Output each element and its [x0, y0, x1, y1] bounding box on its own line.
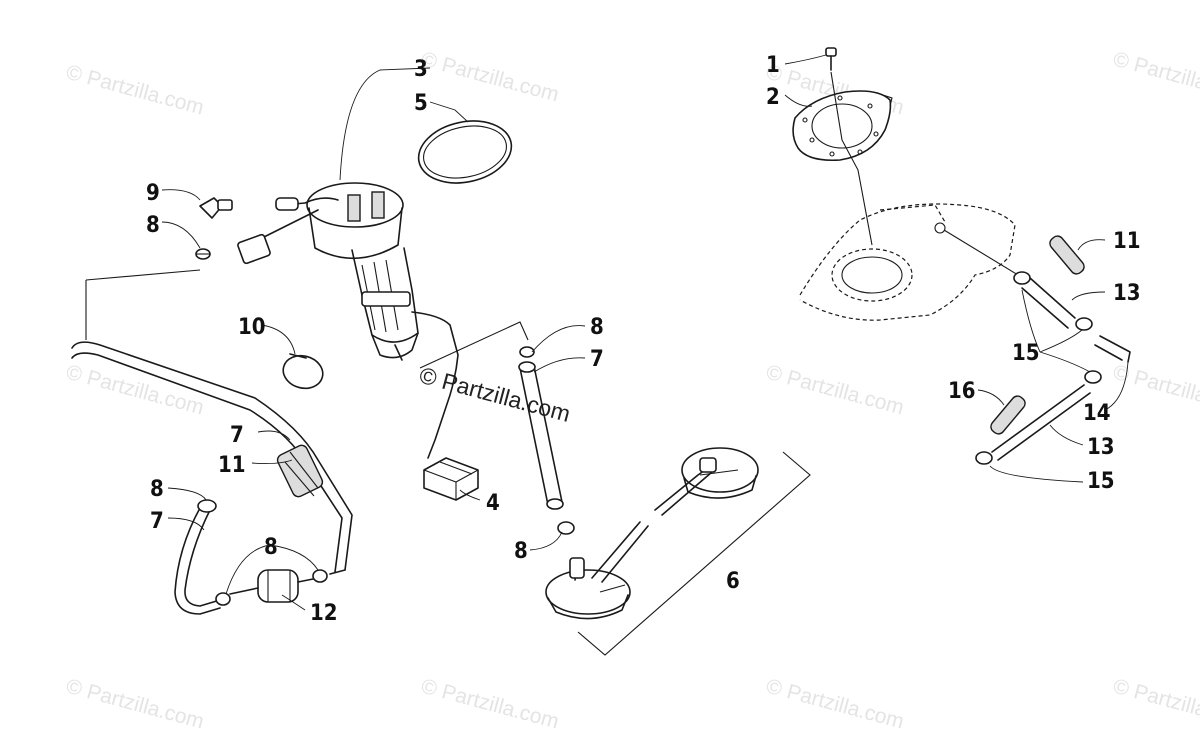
part-gasket-plate	[792, 90, 893, 162]
leader-lines	[161, 54, 1129, 611]
callout-7-short-line: 7	[150, 509, 164, 534]
watermark: © Partzilla.com	[64, 675, 207, 734]
part-clip	[282, 353, 324, 390]
callout-15-lower: 15	[1087, 469, 1115, 494]
watermark: © Partzilla.com	[1111, 48, 1200, 107]
watermark: © Partzilla.com	[1111, 361, 1200, 420]
part-vent-hose	[518, 346, 575, 535]
callout-8-elbow: 8	[146, 213, 160, 238]
watermark: © Partzilla.com	[64, 61, 207, 120]
part-screw	[825, 47, 873, 246]
part-clamp	[195, 248, 211, 260]
watermark: © Partzilla.com	[1111, 675, 1200, 734]
part-fuel-valve-assembly	[545, 447, 759, 620]
callout-12: 12	[310, 601, 338, 626]
part-fuel-tank-outline	[799, 203, 1019, 321]
callout-6: 6	[726, 569, 740, 594]
callout-15-upper: 15	[1012, 341, 1040, 366]
callout-8-line: 8	[150, 477, 164, 502]
part-fuel-line-long	[71, 280, 353, 573]
callout-3: 3	[414, 57, 428, 82]
leader-bracket	[85, 269, 529, 369]
callout-14: 14	[1083, 401, 1111, 426]
part-relay-module	[423, 457, 479, 501]
leader-bracket-6	[577, 451, 811, 656]
part-fuel-filter	[174, 499, 346, 615]
callout-10: 10	[238, 315, 266, 340]
callout-13-lower: 13	[1087, 435, 1115, 460]
callouts: 1 2 3 4 5 6 7 7 7 8 8 8 8 8 9 10 11 11 1…	[146, 53, 1141, 626]
part-fuel-pump-assembly	[237, 182, 459, 459]
part-seal-ring	[417, 120, 513, 184]
watermark: © Partzilla.com	[64, 361, 207, 420]
callout-7-long-line: 7	[230, 423, 244, 448]
callout-11-sleeve: 11	[218, 453, 246, 478]
callout-8-filter: 8	[264, 535, 278, 560]
callout-8-vent-bottom: 8	[514, 539, 528, 564]
callout-9: 9	[146, 181, 160, 206]
callout-4: 4	[486, 491, 500, 516]
callout-2: 2	[766, 85, 780, 110]
callout-8-vent-top: 8	[590, 315, 604, 340]
part-elbow-fitting	[199, 197, 233, 219]
callout-7-vent-hose: 7	[590, 347, 604, 372]
watermark-center: © Partzilla.com	[417, 362, 573, 427]
part-right-hoses	[975, 235, 1131, 465]
callout-11-right: 11	[1113, 229, 1141, 254]
watermark: © Partzilla.com	[419, 48, 562, 107]
watermark: © Partzilla.com	[419, 675, 562, 734]
watermark: © Partzilla.com	[764, 361, 907, 420]
watermark: © Partzilla.com	[764, 675, 907, 734]
callout-1: 1	[766, 53, 780, 78]
callout-5: 5	[414, 91, 428, 116]
callout-16: 16	[948, 379, 976, 404]
callout-13-upper: 13	[1113, 281, 1141, 306]
